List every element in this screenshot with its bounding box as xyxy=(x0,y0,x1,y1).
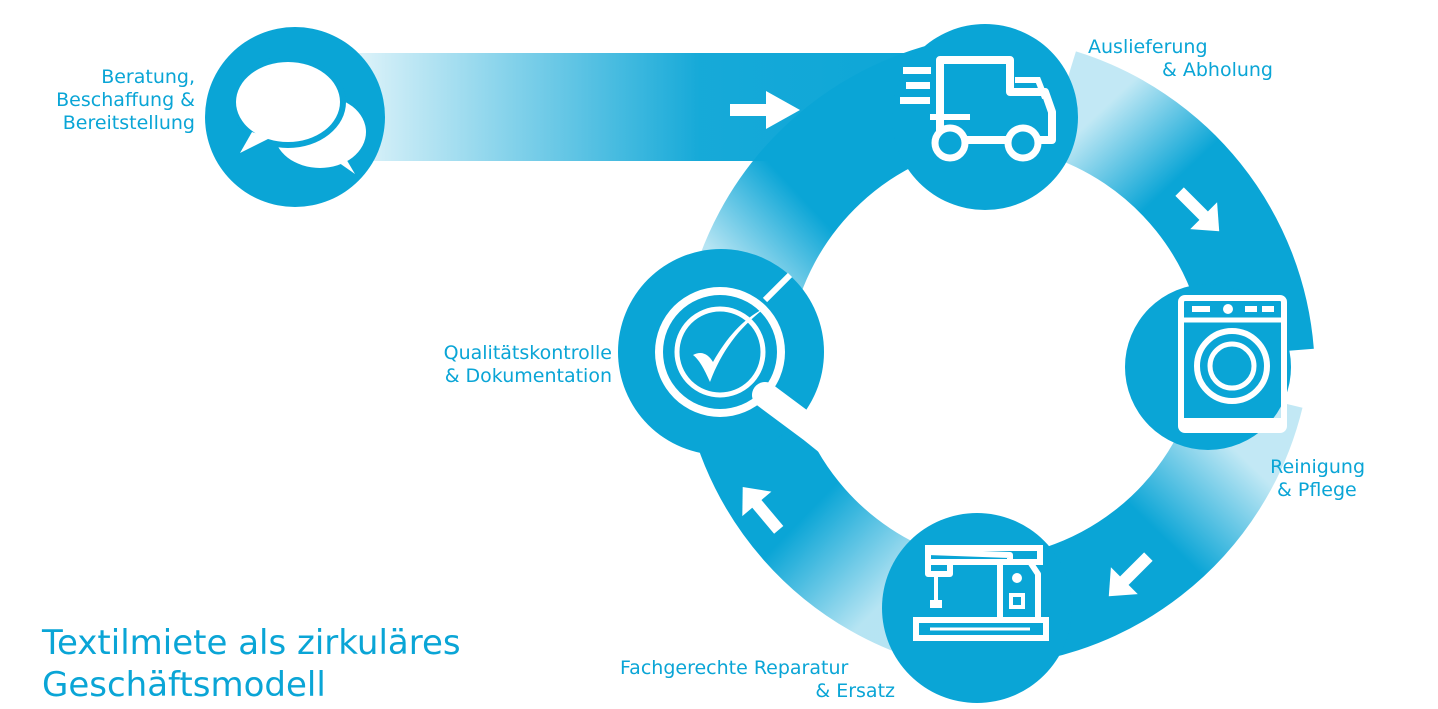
label-consulting: Beratung, Beschaffung & Bereitstellung xyxy=(56,66,195,134)
arrow-down-left-icon xyxy=(1108,552,1153,597)
speech-bubbles-icon xyxy=(230,56,366,174)
node-repair xyxy=(882,513,1072,703)
arrow-down-right-icon xyxy=(1175,187,1220,232)
page-title: Textilmiete als zirkuläres Geschäftsmode… xyxy=(42,623,461,705)
washing-machine-icon xyxy=(1178,295,1287,433)
label-delivery: Auslieferung & Abholung xyxy=(1088,36,1273,81)
sewing-machine-icon xyxy=(913,545,1049,641)
arrow-right-icon xyxy=(730,91,800,129)
delivery-truck-icon xyxy=(900,56,1056,162)
label-quality: Qualitätskontrolle & Dokumentation xyxy=(443,342,612,387)
quality-check-magnifier-icon xyxy=(655,272,856,459)
label-repair: Fachgerechte Reparatur & Ersatz xyxy=(620,657,895,702)
label-cleaning: Reinigung & Pflege xyxy=(1270,456,1365,501)
arrow-up-left-icon xyxy=(742,487,784,534)
